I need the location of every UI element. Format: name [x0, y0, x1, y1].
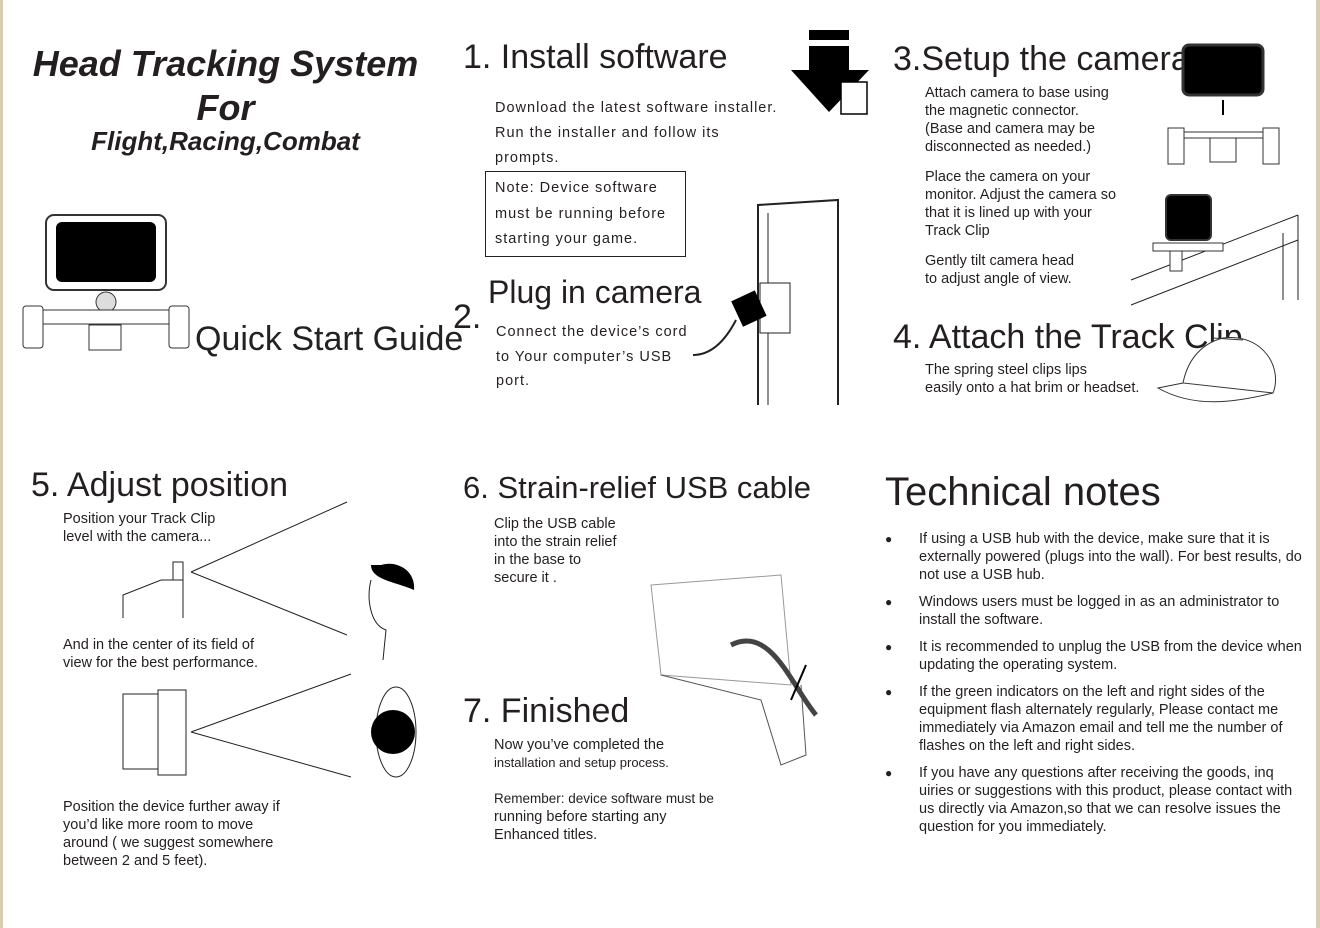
text-line: Position your Track Clip	[63, 511, 216, 527]
text-line: Remember: device software must be	[494, 791, 714, 806]
step3-text-3: Gently tilt camera head to adjust angle o…	[925, 252, 1074, 288]
step3-text-1: Attach camera to base using the magnetic …	[925, 84, 1109, 156]
text-line: you’d like more room to move	[63, 817, 254, 833]
text-line: And in the center of its field of	[63, 637, 255, 653]
technical-notes-heading: Technical notes	[885, 470, 1161, 514]
text-line: between 2 and 5 feet).	[63, 853, 208, 869]
step5-text-1: Position your Track Clip level with the c…	[63, 510, 215, 546]
note-item: If using a USB hub with the device, make…	[885, 530, 1305, 584]
technical-notes-list: If using a USB hub with the device, make…	[885, 530, 1305, 845]
text-line: that it is lined up with your	[925, 205, 1092, 221]
side-view-illustration	[122, 501, 415, 661]
text-line: starting your game.	[495, 231, 639, 247]
text-line: prompts.	[495, 150, 560, 166]
text-line: to adjust angle of view.	[925, 271, 1072, 287]
text-line: easily onto a hat brim or headset.	[925, 380, 1140, 396]
top-view-illustration	[122, 673, 417, 778]
step1-note: Note: Device software must be running bef…	[485, 171, 686, 257]
step7-text-2: Remember: device software must be running…	[494, 790, 714, 844]
text-line: must be running before	[495, 205, 667, 222]
hat-illustration	[1156, 337, 1277, 403]
step2-text: Connect the device’s cord to Your compute…	[496, 320, 688, 394]
monitor-mount-illustration	[1130, 194, 1299, 306]
text-line: in the base to	[494, 552, 582, 568]
text-line: running before starting any	[494, 809, 667, 825]
step2-heading: Plug in camera	[488, 274, 702, 310]
title-line-2: For	[196, 87, 255, 128]
text-line: around ( we suggest somewhere	[63, 835, 274, 851]
step5-text-3: Position the device further away if you’d…	[63, 798, 280, 870]
note-item: Windows users must be logged in as an ad…	[885, 593, 1305, 629]
title-line-1: Head Tracking System	[32, 43, 419, 84]
text-line: Now you’ve completed the	[494, 737, 665, 753]
text-line: Attach camera to base using	[925, 85, 1109, 101]
download-icon	[791, 30, 869, 115]
note-item: If you have any questions after receivin…	[885, 764, 1305, 836]
step3-text-2: Place the camera on your monitor. Adjust …	[925, 168, 1116, 240]
step6-text: Clip the USB cable into the strain relief…	[494, 515, 617, 587]
text-line: installation and setup process.	[494, 755, 669, 770]
subtitle: Flight,Racing,Combat	[91, 126, 360, 156]
text-line: the magnetic connector.	[925, 103, 1079, 119]
usb-port-illustration	[692, 198, 839, 405]
text-line: Clip the USB cable	[494, 516, 616, 532]
step4-text: The spring steel clips lips easily onto a…	[925, 361, 1139, 397]
camera-illustration	[22, 214, 190, 351]
note-item: It is recommended to unplug the USB from…	[885, 638, 1305, 674]
step7-text-1: Now you’ve completed the installation and…	[494, 736, 669, 772]
text-line: view for the best performance.	[63, 655, 259, 671]
step7-heading: 7. Finished	[463, 692, 630, 730]
quick-start-guide: Quick Start Guide	[195, 320, 464, 358]
text-line: to Your computer’s USB	[496, 348, 673, 365]
text-line: Track Clip	[925, 223, 990, 239]
text-line: Run the installer and follow its	[495, 125, 720, 141]
step5-text-2: And in the center of its field of view fo…	[63, 636, 258, 672]
text-line: Place the camera on your	[925, 169, 1091, 185]
text-line: Note: Device software	[495, 180, 658, 196]
note-item: If the green indicators on the left and …	[885, 683, 1305, 755]
text-line: Gently tilt camera head	[925, 253, 1075, 269]
step1-text: Download the latest software installer. R…	[495, 96, 777, 171]
camera-base-illustration	[1167, 43, 1280, 165]
text-line: level with the camera...	[63, 529, 212, 545]
text-line: Enhanced titles.	[494, 827, 598, 843]
step6-heading: 6. Strain-relief USB cable	[463, 470, 812, 505]
text-line: Position the device further away if	[63, 799, 280, 815]
text-line: The spring steel clips lips	[925, 362, 1087, 378]
text-line: monitor. Adjust the camera so	[925, 187, 1117, 203]
text-line: (Base and camera may be	[925, 121, 1096, 137]
text-line: into the strain relief	[494, 534, 617, 550]
text-line: disconnected as needed.)	[925, 139, 1092, 155]
strain-relief-illustration	[650, 574, 818, 766]
step4-heading: 4. Attach the Track Clip	[893, 318, 1243, 356]
text-line: port.	[496, 373, 531, 389]
text-line: Download the latest software installer.	[495, 100, 778, 116]
text-line: Connect the device’s cord	[496, 324, 688, 340]
step2-number: 2.	[453, 298, 482, 336]
text-line: secure it .	[494, 570, 557, 586]
step1-heading: 1. Install software	[463, 38, 728, 76]
step3-heading: 3.Setup the camera	[893, 40, 1190, 78]
step5-heading: 5. Adjust position	[31, 466, 289, 504]
